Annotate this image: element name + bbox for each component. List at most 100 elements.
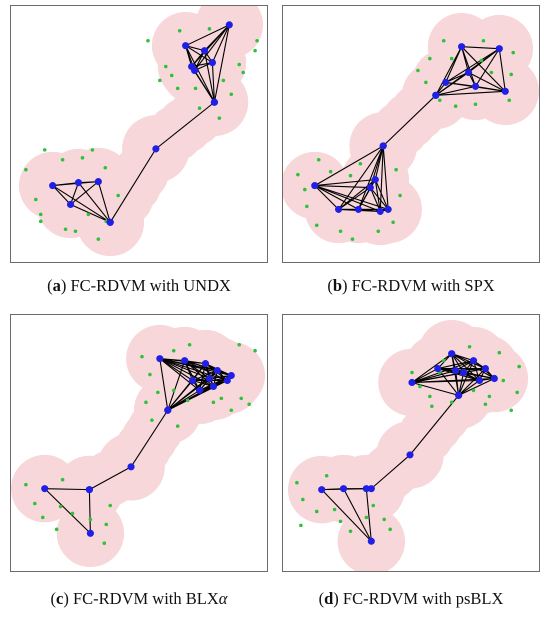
- target-point: [144, 400, 148, 405]
- sensor-node: [210, 98, 218, 106]
- path-edge: [89, 466, 132, 491]
- sensor-node: [227, 371, 235, 380]
- target-point: [146, 38, 150, 43]
- target-point: [34, 197, 38, 202]
- target-point: [305, 204, 309, 209]
- edge: [461, 46, 477, 87]
- target-point: [303, 187, 307, 192]
- path-edge: [382, 94, 437, 147]
- sensor-node: [201, 360, 210, 368]
- target-point: [63, 227, 68, 232]
- target-point: [437, 98, 442, 103]
- target-point: [96, 237, 101, 241]
- edge: [365, 488, 372, 542]
- edge: [458, 378, 495, 396]
- sensor-node: [182, 42, 190, 50]
- sensor-node: [371, 176, 379, 184]
- edge: [321, 489, 372, 542]
- edge: [343, 488, 372, 542]
- sensor-node: [49, 182, 57, 190]
- target-point: [328, 169, 333, 174]
- sensor-node: [464, 68, 473, 77]
- panel-b-caption: (b) FC-RDVM with SPX: [327, 276, 495, 295]
- sensor-node: [311, 182, 319, 190]
- sensor-node: [481, 365, 489, 373]
- panel-c-caption-symbol: α: [218, 589, 228, 608]
- target-point: [394, 167, 398, 172]
- edge: [451, 353, 480, 381]
- target-point: [237, 62, 242, 67]
- edge: [314, 185, 371, 189]
- edge: [455, 368, 486, 372]
- target-point: [471, 388, 476, 393]
- target-point: [487, 394, 492, 399]
- edge: [374, 145, 384, 180]
- target-point: [483, 402, 488, 407]
- target-point: [108, 503, 113, 508]
- sensor-node: [85, 486, 93, 494]
- edges: [321, 353, 495, 542]
- sensor-node: [376, 207, 384, 215]
- panel-d-graph: [287, 319, 529, 571]
- sensor-node: [455, 391, 463, 399]
- edge: [458, 380, 480, 396]
- edge: [435, 90, 506, 96]
- edge: [411, 368, 439, 383]
- sensor-node: [66, 200, 75, 209]
- edge: [198, 363, 207, 391]
- target-point: [481, 38, 486, 43]
- target-point: [314, 509, 319, 514]
- target-point: [102, 541, 107, 546]
- target-point: [40, 515, 45, 520]
- edge: [213, 24, 230, 103]
- sensor-node: [94, 178, 102, 186]
- target-point: [80, 156, 85, 160]
- edge: [314, 185, 339, 210]
- edge: [203, 50, 215, 103]
- target-point: [175, 424, 180, 428]
- edge: [314, 185, 389, 210]
- target-point: [489, 70, 494, 75]
- edge: [374, 179, 389, 210]
- edge: [314, 185, 359, 210]
- target-point: [187, 342, 192, 347]
- target-point: [299, 523, 303, 528]
- coverage-region: [287, 319, 529, 571]
- edge: [338, 145, 384, 210]
- target-point: [193, 86, 198, 91]
- edge: [445, 48, 500, 83]
- edge: [468, 48, 500, 73]
- target-point: [255, 38, 259, 43]
- target-point: [60, 477, 65, 482]
- sensor-nodes: [311, 43, 509, 215]
- sensor-node: [225, 21, 233, 29]
- target-point: [301, 497, 305, 502]
- edge: [461, 46, 500, 50]
- target-point: [473, 102, 478, 107]
- target-point: [453, 104, 458, 109]
- target-point: [348, 529, 353, 534]
- edge: [52, 185, 71, 205]
- panel-d-label: d: [324, 589, 334, 608]
- path-edge: [109, 148, 157, 223]
- edge: [314, 179, 376, 187]
- target-point: [253, 48, 257, 53]
- sensor-node: [490, 374, 498, 383]
- edge: [458, 360, 475, 396]
- edge: [455, 370, 460, 396]
- edge: [445, 71, 469, 83]
- target-point: [497, 350, 502, 355]
- edge: [451, 353, 465, 373]
- target-point: [42, 148, 47, 152]
- panel-a-graph: [18, 6, 264, 257]
- edge: [369, 187, 389, 210]
- target-point: [509, 408, 514, 413]
- target-point: [150, 418, 154, 422]
- edge: [185, 45, 213, 64]
- edge: [314, 185, 381, 212]
- sensor-node: [164, 406, 172, 414]
- target-point: [449, 56, 454, 61]
- target-point: [507, 98, 512, 103]
- edge: [435, 85, 476, 96]
- target-points: [24, 27, 259, 241]
